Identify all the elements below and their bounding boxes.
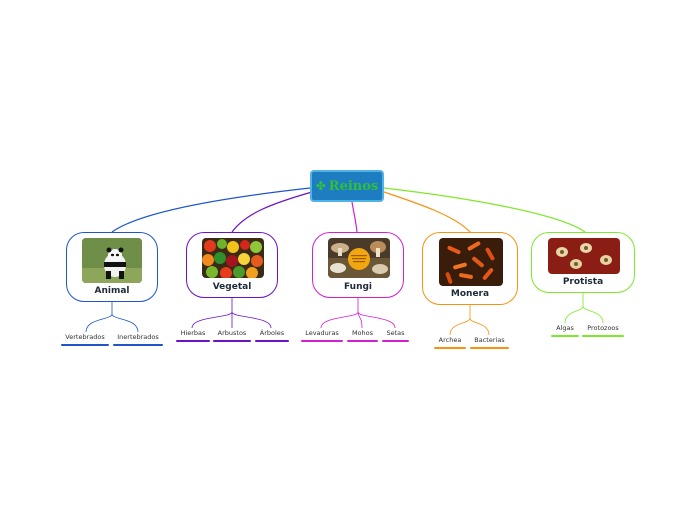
leaf-underline <box>382 340 409 342</box>
leaf-underline <box>113 344 163 346</box>
leaf-arboles[interactable]: Árboles <box>255 329 289 342</box>
vegetables-photo <box>202 238 264 278</box>
leaf-underline <box>434 347 466 349</box>
clover-icon: ✤ <box>315 179 326 193</box>
leaf-underline <box>301 340 343 342</box>
branch-vegetal[interactable]: Vegetal <box>186 232 278 298</box>
branch-label-vegetal: Vegetal <box>212 282 252 292</box>
leaf-underline <box>551 335 579 337</box>
leaf-archea[interactable]: Archea <box>434 336 466 349</box>
branch-label-monera: Monera <box>450 289 490 299</box>
leaf-underline <box>470 347 509 349</box>
leaf-setas[interactable]: Setas <box>382 329 409 342</box>
leaf-mohos[interactable]: Mohos <box>347 329 378 342</box>
leaf-arbustos[interactable]: Arbustos <box>213 329 251 342</box>
leaf-algas[interactable]: Algas <box>551 324 579 337</box>
branch-protista[interactable]: Protista <box>531 232 635 293</box>
leaf-underline <box>61 344 109 346</box>
panda-photo <box>82 238 142 283</box>
leaf-inertebrados[interactable]: Inertebrados <box>113 333 163 346</box>
mushrooms-photo <box>328 238 390 278</box>
leaf-protozoos[interactable]: Protozoos <box>582 324 624 337</box>
leaf-underline <box>255 340 289 342</box>
branch-monera[interactable]: Monera <box>422 232 518 305</box>
central-topic-reinos[interactable]: ✤ Reinos <box>310 170 384 202</box>
bacteria-photo <box>439 238 503 286</box>
leaf-underline <box>213 340 251 342</box>
branch-fungi[interactable]: Fungi <box>312 232 404 298</box>
branch-animal[interactable]: Animal <box>66 232 158 302</box>
branch-label-animal: Animal <box>94 286 130 296</box>
leaf-vertebrados[interactable]: Vertebrados <box>61 333 109 346</box>
protozoa-photo <box>548 238 620 274</box>
branch-label-protista: Protista <box>562 277 604 287</box>
leaf-underline <box>582 335 624 337</box>
branch-label-fungi: Fungi <box>343 282 373 292</box>
central-topic-title: Reinos <box>328 178 379 194</box>
leaf-underline <box>176 340 210 342</box>
leaf-hierbas[interactable]: Hierbas <box>176 329 210 342</box>
leaf-bacterias[interactable]: Bacterias <box>470 336 509 349</box>
leaf-underline <box>347 340 378 342</box>
leaf-levaduras[interactable]: Levaduras <box>301 329 343 342</box>
